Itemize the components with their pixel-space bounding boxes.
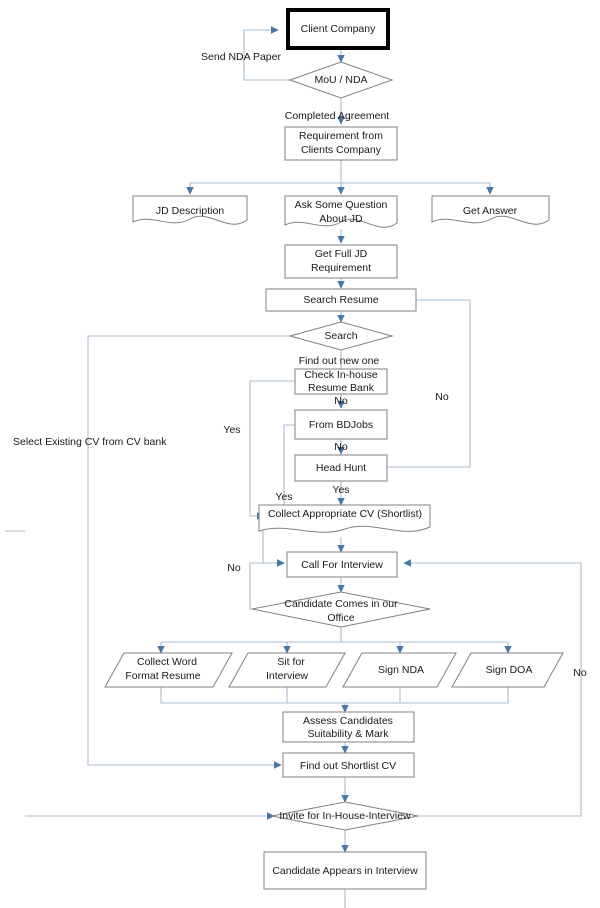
node-mou-nda[interactable]: MoU / NDA: [288, 61, 394, 99]
edge-label-no-inhouse: No: [334, 395, 348, 407]
edge-label-layer: Send NDA Paper Completed Agreement Find …: [13, 51, 587, 679]
node-client-company-label: Client Company: [301, 23, 376, 35]
edge-label-no-right-loop: No: [573, 667, 587, 679]
edge-label-completed-agreement: Completed Agreement: [285, 110, 390, 122]
node-ask-question[interactable]: Ask Some Question About JD: [284, 195, 398, 228]
node-requirement[interactable]: Requirement from Clients Company: [284, 126, 398, 161]
node-call-for-interview-label: Call For Interview: [301, 559, 383, 571]
node-head-hunt[interactable]: Head Hunt: [294, 454, 388, 482]
edge-search-existing-cv: [87, 335, 293, 769]
edge-checkinhouse-yes-to-collectcv: [249, 380, 295, 520]
edge-candidatecomes-no-to-callinterview: [249, 559, 285, 610]
node-candidate-comes-label-1: Candidate Comes in our: [284, 598, 398, 610]
node-candidate-comes-label-2: Office: [327, 612, 354, 624]
node-sign-nda[interactable]: Sign NDA: [342, 652, 457, 688]
node-check-inhouse[interactable]: Check In-house Resume Bank: [294, 368, 388, 395]
node-invite-inhouse[interactable]: Invite for In-House-Interview: [271, 801, 419, 831]
node-mou-nda-label: MoU / NDA: [314, 74, 367, 86]
node-search-resume[interactable]: Search Resume: [265, 288, 417, 312]
edge-label-no-call-interview: No: [227, 562, 241, 574]
node-collect-cv-label: Collect Appropriate CV (Shortlist): [268, 508, 422, 520]
node-collect-word-resume[interactable]: Collect Word Format Resume: [104, 652, 233, 688]
edge-invite-no-to-callinterview: [403, 559, 582, 817]
node-sign-nda-label: Sign NDA: [378, 664, 424, 676]
node-jd-description[interactable]: JD Description: [132, 195, 248, 225]
node-candidate-comes[interactable]: Candidate Comes in our Office: [251, 591, 431, 628]
node-sign-doa[interactable]: Sign DOA: [451, 652, 564, 688]
node-check-inhouse-label-1: Check In-house: [304, 369, 378, 381]
node-search-label: Search: [324, 330, 357, 342]
node-client-company[interactable]: Client Company: [286, 8, 390, 50]
node-jd-description-label: JD Description: [156, 205, 224, 217]
node-sit-for-interview-label-2: Interview: [266, 670, 308, 682]
node-from-bdjobs[interactable]: From BDJobs: [294, 409, 388, 440]
node-get-full-jd[interactable]: Get Full JD Requirement: [284, 244, 398, 279]
edge-label-send-nda-paper: Send NDA Paper: [201, 51, 281, 63]
node-get-answer[interactable]: Get Answer: [431, 195, 550, 225]
edge-mou-to-client: [243, 26, 294, 81]
node-collect-word-resume-label-2: Format Resume: [125, 670, 200, 682]
node-collect-cv[interactable]: Collect Appropriate CV (Shortlist): [258, 504, 431, 533]
edge-label-select-existing-cv: Select Existing CV from CV bank: [13, 436, 167, 448]
edge-io-merge-bus: [160, 687, 509, 704]
node-sit-for-interview[interactable]: Sit for Interview: [228, 652, 346, 688]
edge-label-no-search-right: No: [435, 391, 449, 403]
node-collect-word-resume-label-1: Collect Word: [137, 656, 197, 668]
node-search[interactable]: Search: [288, 321, 394, 351]
edge-label-no-bdjobs: No: [334, 441, 348, 453]
node-find-shortlist-cv[interactable]: Find out Shortlist CV: [282, 752, 415, 778]
node-candidate-appears-label: Candidate Appears in Interview: [272, 865, 418, 877]
edge-label-find-out-new-one: Find out new one: [299, 355, 380, 367]
edge-layer: [5, 26, 582, 908]
edge-label-yes-headhunt: Yes: [332, 484, 349, 496]
node-get-full-jd-label-1: Get Full JD: [315, 248, 368, 260]
node-sit-for-interview-label-1: Sit for: [277, 656, 305, 668]
node-sign-doa-label: Sign DOA: [486, 664, 533, 676]
node-assess-candidates[interactable]: Assess Candidates Suitability & Mark: [282, 711, 415, 743]
edge-headhunt-no-to-searchresume: [387, 296, 471, 468]
node-requirement-label-1: Requirement from: [299, 130, 383, 142]
node-get-answer-label: Get Answer: [463, 205, 518, 217]
edge-label-yes-collect-left: Yes: [223, 424, 240, 436]
node-search-resume-label: Search Resume: [303, 294, 378, 306]
node-invite-inhouse-label: Invite for In-House-Interview: [279, 810, 411, 822]
node-ask-question-label-1: Ask Some Question: [295, 199, 388, 211]
node-head-hunt-label: Head Hunt: [316, 462, 366, 474]
node-call-for-interview[interactable]: Call For Interview: [286, 551, 398, 578]
node-candidate-appears[interactable]: Candidate Appears in Interview: [263, 851, 427, 890]
node-assess-candidates-label-2: Suitability & Mark: [307, 728, 389, 740]
node-find-shortlist-cv-label: Find out Shortlist CV: [300, 760, 396, 772]
node-requirement-label-2: Clients Company: [301, 144, 382, 156]
node-assess-candidates-label-1: Assess Candidates: [303, 715, 393, 727]
node-from-bdjobs-label: From BDJobs: [309, 419, 373, 431]
node-check-inhouse-label-2: Resume Bank: [308, 382, 375, 394]
edge-label-yes-collect-mid: Yes: [275, 491, 292, 503]
edge-collectcv-left-to-callinterview: [262, 525, 285, 567]
node-ask-question-label-2: About JD: [319, 213, 363, 225]
node-get-full-jd-label-2: Requirement: [311, 262, 371, 274]
